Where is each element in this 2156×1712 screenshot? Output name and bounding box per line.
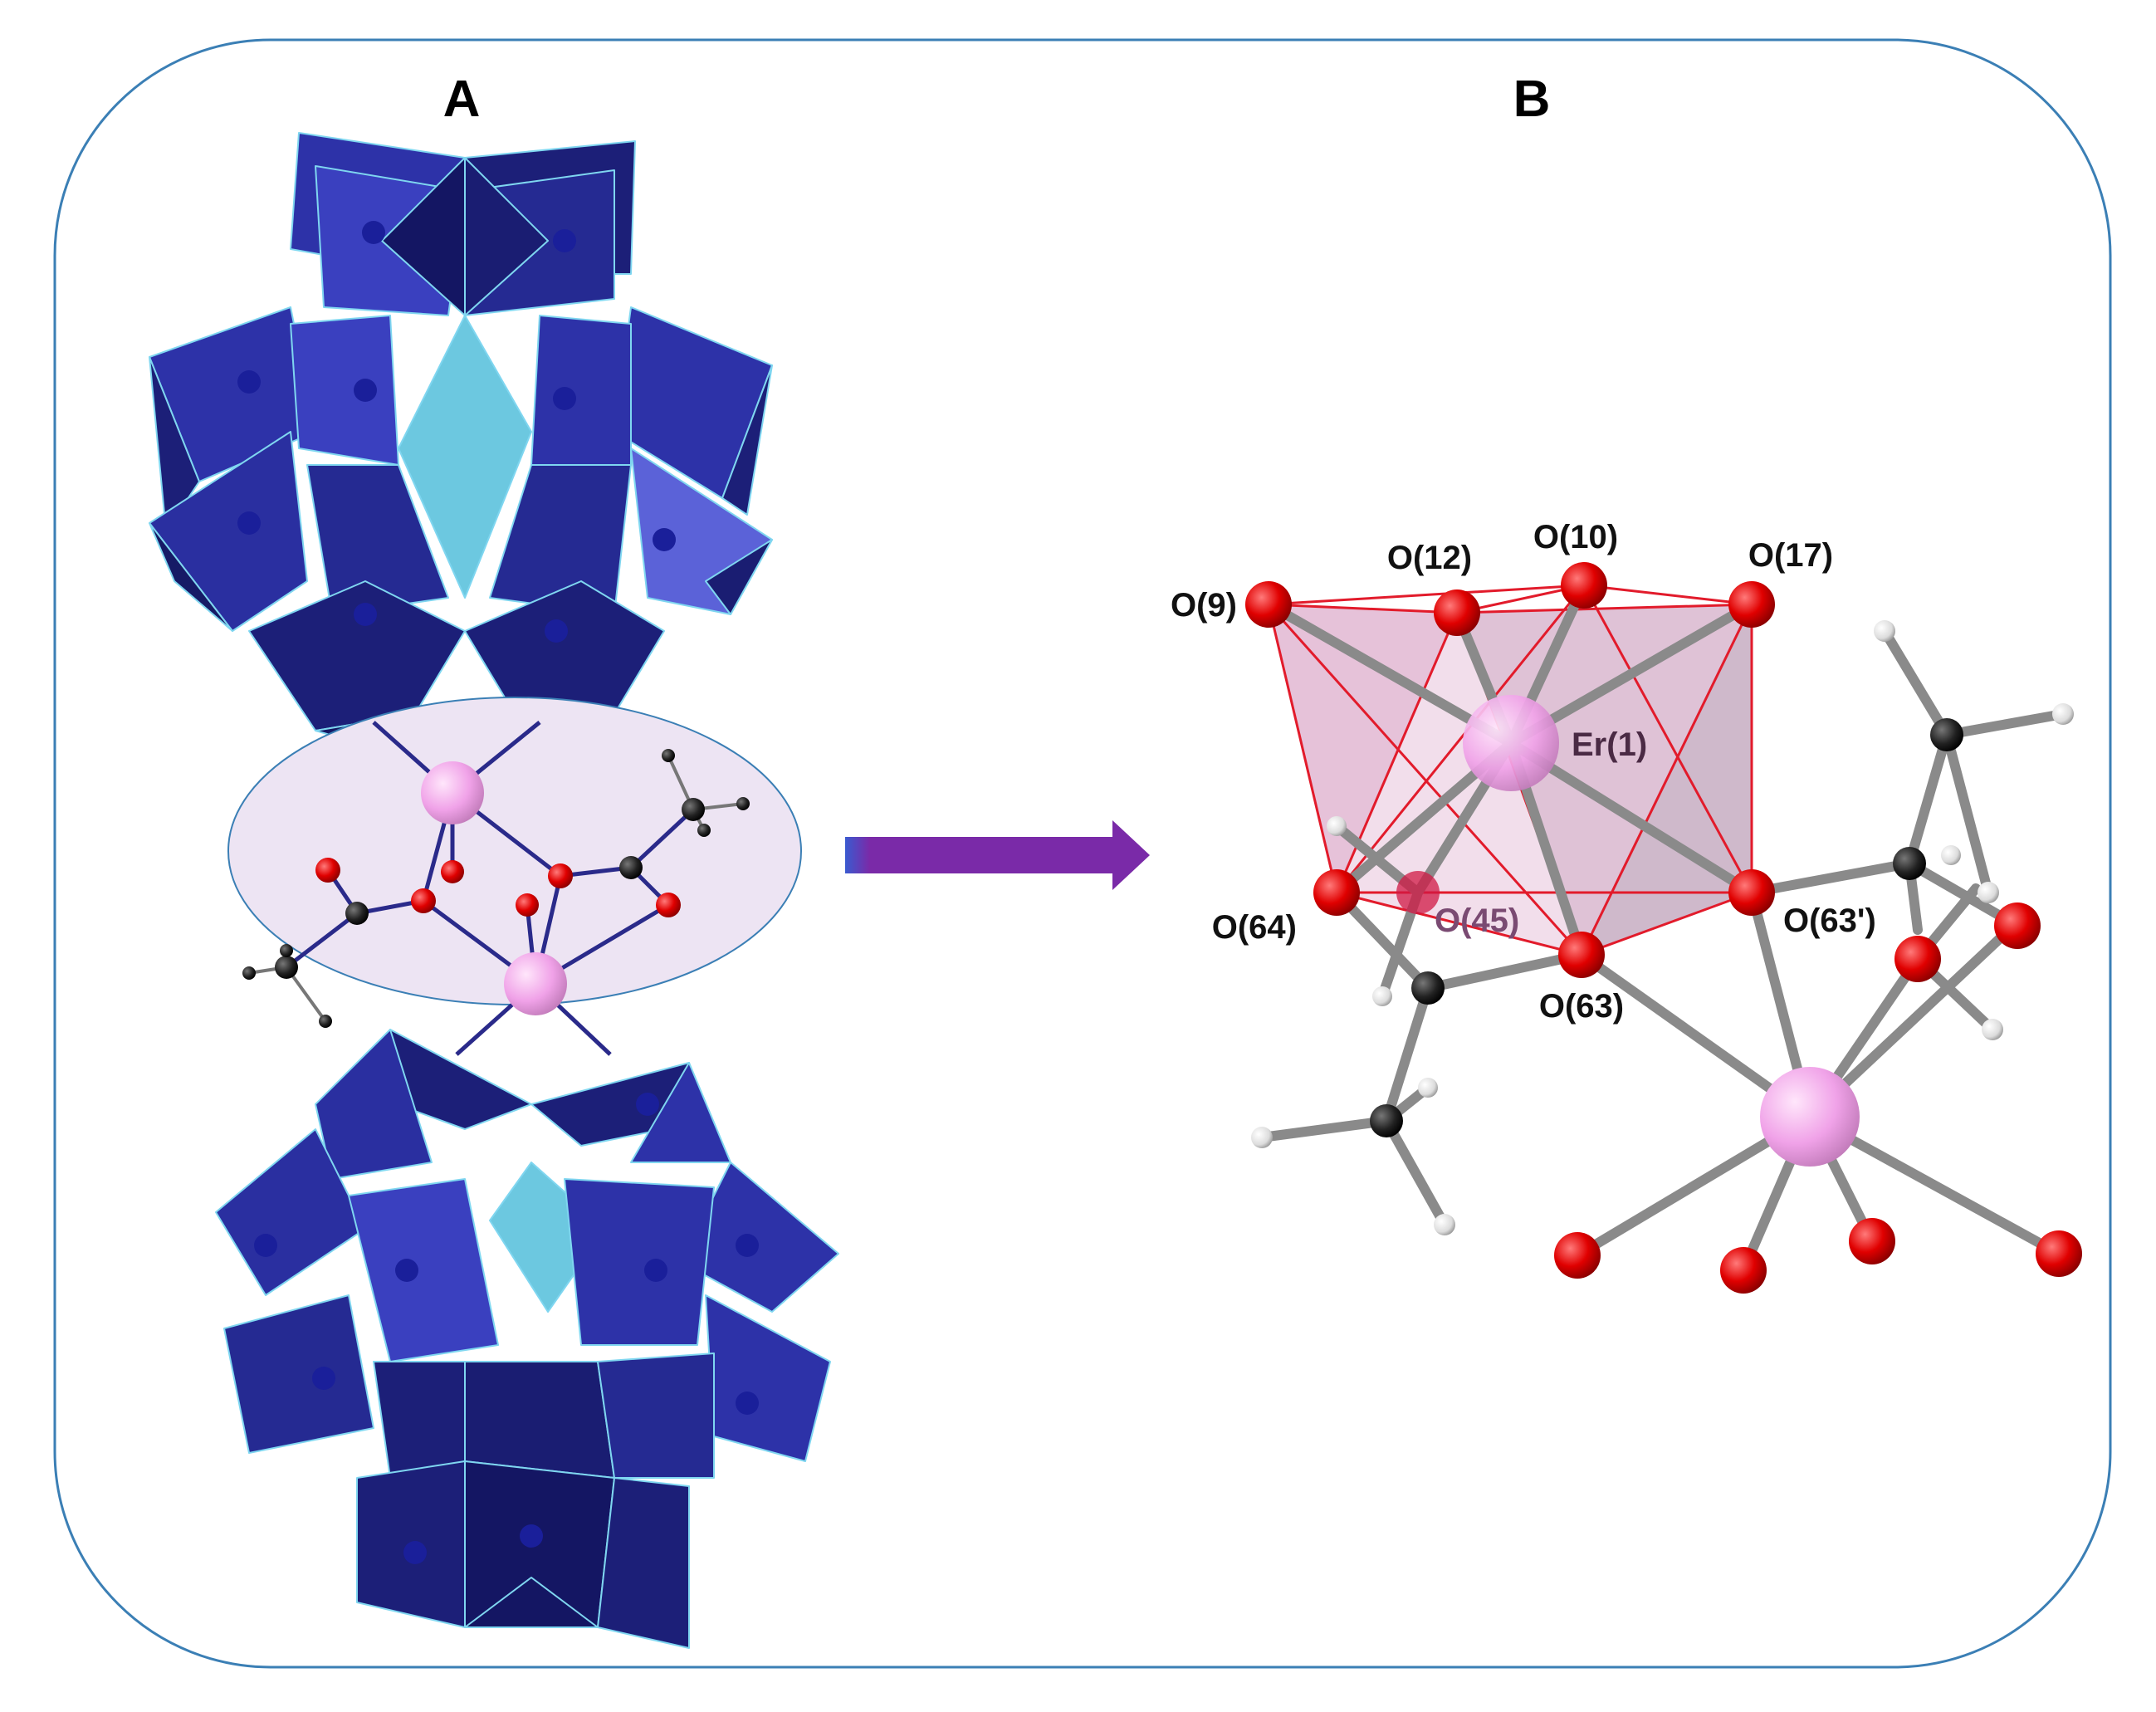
figure-frame bbox=[53, 38, 2112, 1669]
label-o63-prime: O(63') bbox=[1783, 902, 1876, 939]
label-o10: O(10) bbox=[1533, 519, 1618, 555]
oxygen-atom bbox=[1558, 932, 1605, 978]
hydrogen-atom bbox=[1941, 845, 1961, 865]
panel-b-structure: O(9) O(12) O(10) O(17) Er(1) O(64) O(45)… bbox=[1171, 519, 2082, 1294]
oxygen-atom bbox=[516, 893, 539, 917]
panel-b-atoms bbox=[1245, 562, 2082, 1294]
oxygen-atom bbox=[1728, 869, 1775, 916]
panel-a-atoms bbox=[242, 749, 750, 1028]
hydrogen-atom bbox=[2052, 703, 2074, 725]
oxygen-atom bbox=[1554, 1232, 1601, 1279]
carbon-atom bbox=[1893, 847, 1926, 880]
oxygen-atom bbox=[1728, 581, 1775, 628]
oxygen-atom bbox=[1720, 1247, 1767, 1294]
oxygen-atom bbox=[1849, 1218, 1895, 1264]
panel-a-title: A bbox=[443, 71, 481, 128]
oxygen-atom bbox=[441, 860, 464, 883]
upper-polyoxometalate-cluster bbox=[149, 132, 773, 748]
oxygen-atom bbox=[315, 858, 340, 883]
carbon-atom bbox=[1411, 971, 1445, 1005]
atom-labels: O(9) O(12) O(10) O(17) Er(1) O(64) O(45)… bbox=[1171, 519, 1876, 1025]
oxygen-atom bbox=[1894, 936, 1941, 982]
panel-a-structure bbox=[149, 132, 839, 1649]
panel-a-bonds bbox=[285, 721, 695, 1056]
oxygen-atom bbox=[2036, 1230, 2082, 1277]
label-o63: O(63) bbox=[1539, 988, 1624, 1025]
erbium-atom bbox=[1760, 1067, 1860, 1167]
carbon-atom bbox=[1930, 718, 1963, 751]
oxygen-atom bbox=[1396, 871, 1440, 914]
oxygen-atom bbox=[1313, 869, 1360, 916]
hydrogen-atom bbox=[1372, 986, 1392, 1006]
hydrogen-atom bbox=[736, 797, 750, 810]
hydrogen-atom bbox=[319, 1015, 332, 1028]
carbon-atom bbox=[619, 856, 643, 879]
oxygen-atom bbox=[1994, 902, 2041, 949]
hydrogen-atom bbox=[1327, 816, 1347, 836]
erbium-atom bbox=[421, 761, 484, 824]
hydrogen-atom bbox=[280, 944, 293, 957]
lower-polyoxometalate-cluster bbox=[215, 1029, 839, 1649]
hydrogen-atom bbox=[242, 966, 256, 980]
panel-b-title: B bbox=[1513, 71, 1551, 128]
label-o64: O(64) bbox=[1212, 909, 1297, 946]
carbon-atom bbox=[345, 902, 369, 925]
label-o9: O(9) bbox=[1171, 587, 1237, 624]
oxygen-atom bbox=[656, 893, 681, 917]
hydrogen-atom bbox=[1418, 1078, 1438, 1098]
oxygen-atom bbox=[411, 888, 436, 913]
carbon-atom bbox=[1370, 1104, 1403, 1137]
oxygen-atom bbox=[548, 863, 573, 888]
oxygen-atom bbox=[1245, 581, 1292, 628]
oxygen-atom bbox=[1434, 589, 1480, 636]
hydrogen-atom bbox=[697, 824, 711, 837]
carbon-atom bbox=[682, 798, 705, 821]
hydrogen-atom bbox=[1434, 1214, 1455, 1235]
oxygen-atom bbox=[1561, 562, 1607, 609]
hydrogen-atom bbox=[1251, 1127, 1273, 1148]
label-o17: O(17) bbox=[1748, 537, 1833, 574]
transition-arrow bbox=[845, 820, 1150, 890]
hydrogen-atom bbox=[1874, 620, 1895, 642]
hydrogen-atom bbox=[1978, 882, 1999, 903]
label-o12: O(12) bbox=[1387, 540, 1472, 576]
hydrogen-atom bbox=[662, 749, 675, 762]
label-o45: O(45) bbox=[1435, 902, 1519, 939]
erbium-atom bbox=[504, 952, 567, 1015]
erbium-atom bbox=[1463, 695, 1559, 791]
label-er1: Er(1) bbox=[1572, 726, 1647, 763]
hydrogen-atom bbox=[1982, 1019, 2003, 1040]
carbon-atom bbox=[275, 956, 298, 979]
